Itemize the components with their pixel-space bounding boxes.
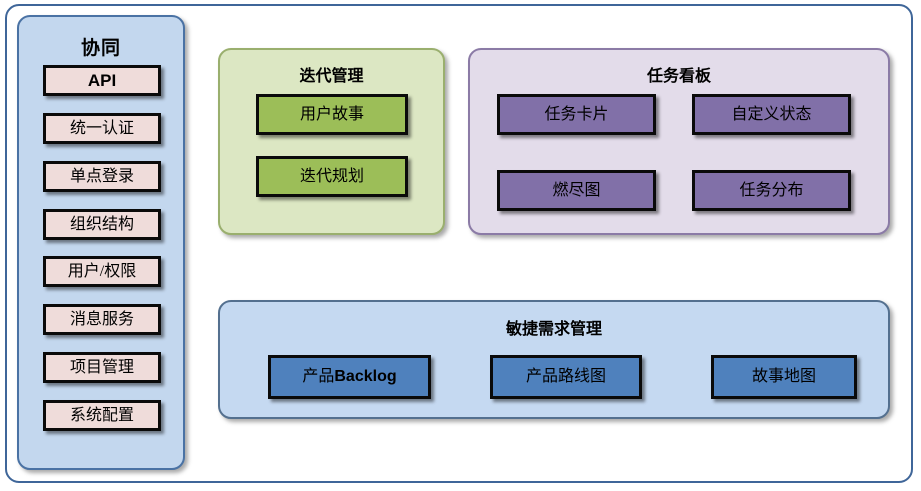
sidebar-item-message-service-label: 消息服务 xyxy=(69,310,134,328)
panel-collaboration-title: 协同 xyxy=(80,38,121,59)
sidebar-item-message-service[interactable]: 消息服务 xyxy=(43,304,161,335)
iteration-item-user-story-label: 用户故事 xyxy=(299,105,364,123)
panel-iteration-management-title: 迭代管理 xyxy=(299,68,364,85)
panel-collaboration[interactable]: 协同 API 统一认证 单点登录 组织结构 用户/权限 消息服务 项目管理 系统… xyxy=(17,15,185,470)
outer-frame xyxy=(5,4,913,483)
taskboard-item-custom-status-label: 自定义状态 xyxy=(731,105,812,123)
agile-item-story-map[interactable]: 故事地图 xyxy=(711,355,857,399)
taskboard-item-burndown-chart[interactable]: 燃尽图 xyxy=(497,170,656,211)
taskboard-item-task-card-label: 任务卡片 xyxy=(544,105,609,123)
sidebar-item-org-structure-label: 组织结构 xyxy=(69,215,134,233)
sidebar-item-project-management[interactable]: 项目管理 xyxy=(43,352,161,383)
sidebar-item-org-structure[interactable]: 组织结构 xyxy=(43,209,161,240)
sidebar-item-system-config-label: 系统配置 xyxy=(69,406,134,424)
panel-agile-requirements-title: 敏捷需求管理 xyxy=(505,321,602,338)
sidebar-item-sso-label: 单点登录 xyxy=(69,167,134,185)
taskboard-item-custom-status[interactable]: 自定义状态 xyxy=(692,94,851,135)
agile-item-product-roadmap[interactable]: 产品路线图 xyxy=(490,355,642,399)
iteration-item-iteration-planning-label: 迭代规划 xyxy=(299,167,364,185)
sidebar-item-unified-auth-label: 统一认证 xyxy=(69,119,134,137)
sidebar-item-user-permission[interactable]: 用户/权限 xyxy=(43,256,161,287)
agile-item-product-backlog-label-prefix: 产品 xyxy=(302,368,335,385)
sidebar-item-user-permission-label: 用户/权限 xyxy=(67,262,137,280)
sidebar-item-sso[interactable]: 单点登录 xyxy=(43,161,161,192)
agile-item-product-backlog-label-suffix: Backlog xyxy=(334,368,397,385)
sidebar-item-api[interactable]: API xyxy=(43,65,161,96)
sidebar-item-api-label: API xyxy=(87,71,117,90)
sidebar-item-system-config[interactable]: 系统配置 xyxy=(43,400,161,431)
taskboard-item-task-card[interactable]: 任务卡片 xyxy=(497,94,656,135)
agile-item-product-roadmap-label: 产品路线图 xyxy=(525,368,606,385)
taskboard-item-burndown-chart-label: 燃尽图 xyxy=(552,181,601,199)
sidebar-item-project-management-label: 项目管理 xyxy=(69,358,134,376)
panel-task-board[interactable]: 任务看板 任务卡片 自定义状态 燃尽图 任务分布 xyxy=(468,48,890,235)
panel-iteration-management[interactable]: 迭代管理 用户故事 迭代规划 xyxy=(218,48,445,235)
taskboard-item-task-distribution[interactable]: 任务分布 xyxy=(692,170,851,211)
iteration-item-user-story[interactable]: 用户故事 xyxy=(256,94,408,135)
sidebar-item-unified-auth[interactable]: 统一认证 xyxy=(43,113,161,144)
panel-task-board-title: 任务看板 xyxy=(646,68,711,85)
agile-item-story-map-label: 故事地图 xyxy=(751,368,816,385)
taskboard-item-task-distribution-label: 任务分布 xyxy=(739,181,804,199)
iteration-item-iteration-planning[interactable]: 迭代规划 xyxy=(256,156,408,197)
